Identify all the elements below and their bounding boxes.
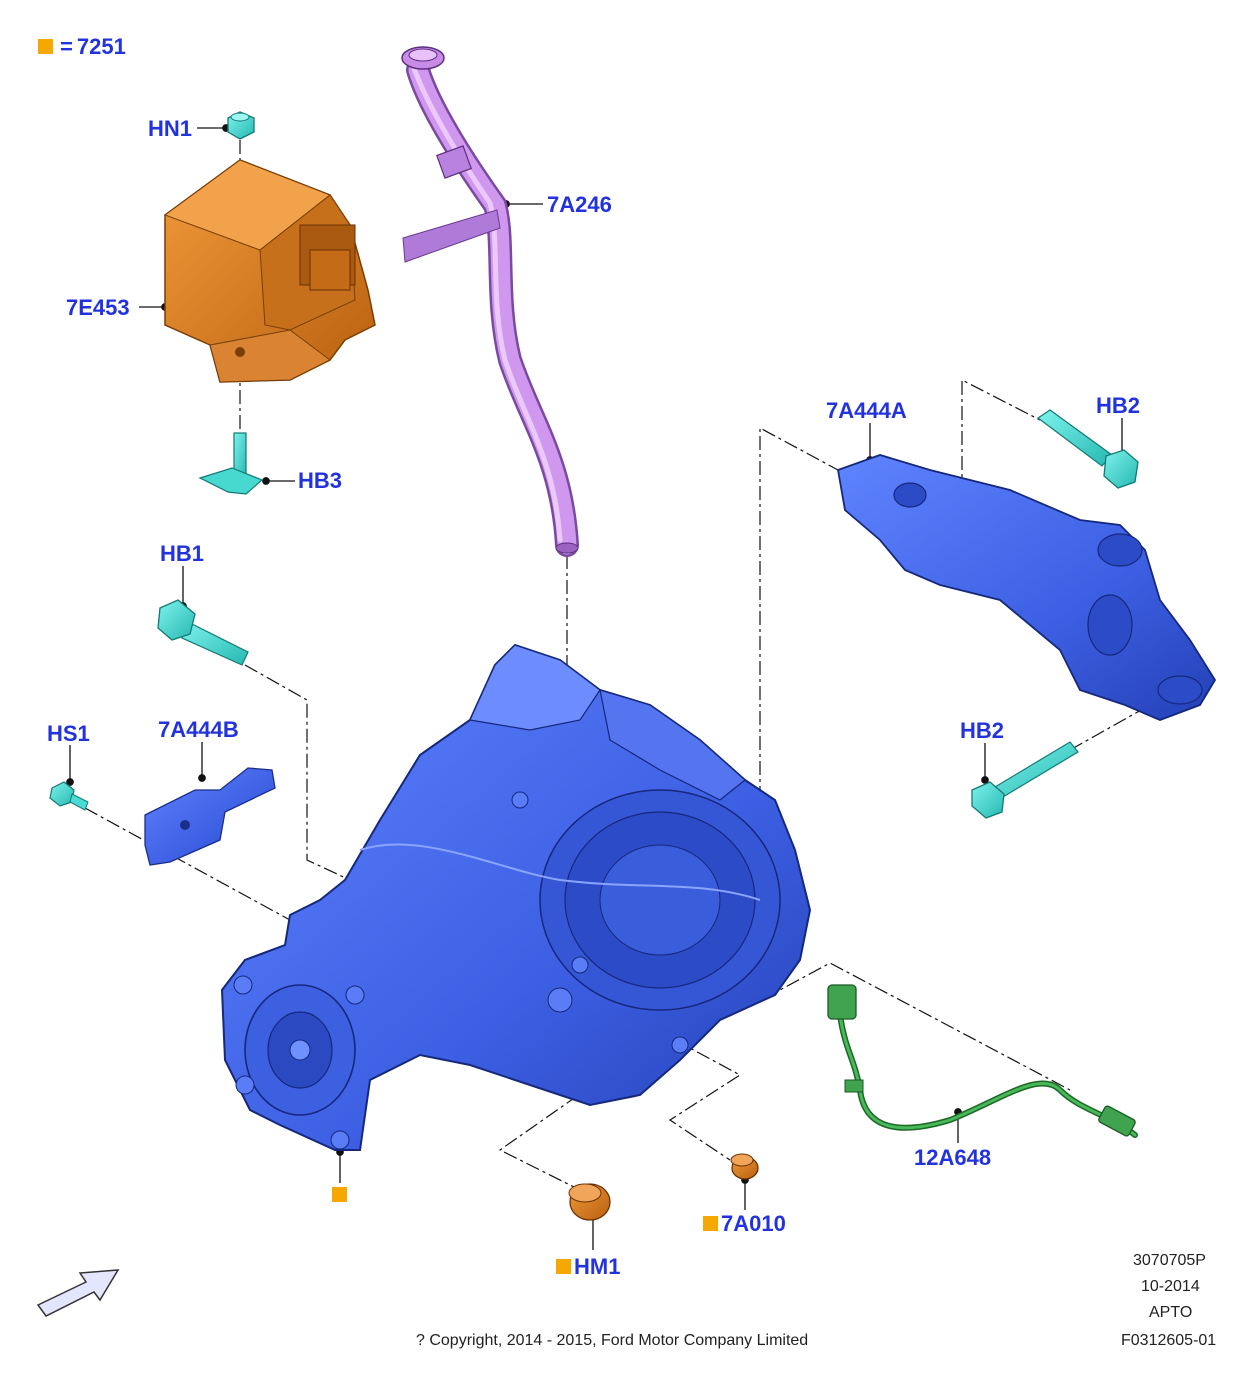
callout-hn1: HN1 (148, 116, 193, 141)
diagram-date: 10-2014 (1141, 1278, 1200, 1295)
callout-hb2-bottom: HB2 (960, 718, 1005, 743)
dipstick-tube-7a246 (401, 46, 579, 557)
callout-hb3: HB3 (298, 468, 343, 493)
legend: =7251 (38, 36, 126, 58)
bolt-hb2-top (1036, 409, 1139, 489)
callout-7e453: 7E453 (66, 295, 130, 320)
callout-7a246: 7A246 (547, 192, 612, 217)
callout-7a444b: 7A444B (158, 717, 239, 742)
bolt-hb3 (198, 432, 264, 495)
copyright-text: ? Copyright, 2014 - 2015, Ford Motor Com… (416, 1332, 809, 1349)
screw-hs1 (49, 781, 89, 811)
nut-hn1 (227, 111, 255, 140)
callout-hs1: HS1 (47, 721, 90, 746)
housing-marker (332, 1184, 350, 1206)
plug-7a010 (730, 1153, 759, 1180)
orange-square-marker (703, 1216, 718, 1231)
callout-hb1: HB1 (160, 541, 205, 566)
orange-square-marker (556, 1259, 571, 1274)
sensor-harness-12a648 (827, 984, 1138, 1138)
figure-id: F0312605-01 (1121, 1332, 1217, 1349)
mount-bracket-7a444a (836, 454, 1217, 721)
legend-equals: = (60, 34, 73, 59)
bolt-hb1 (157, 599, 249, 666)
orange-square-marker (38, 39, 53, 54)
orange-square-marker (332, 1187, 347, 1202)
callout-hm1: HM1 (556, 1256, 620, 1278)
plug-hm1 (568, 1183, 611, 1221)
callout-hb2-top: HB2 (1096, 393, 1141, 418)
callout-12a648: 12A648 (914, 1145, 992, 1170)
hollow-arrow-icon (36, 1269, 120, 1317)
bracket-7a444b (144, 767, 276, 866)
diagram-code: 3070705P (1133, 1252, 1206, 1269)
diagram-market: APTO (1149, 1304, 1193, 1321)
callout-7a444a: 7A444A (826, 398, 907, 423)
transfer-case-housing (220, 643, 812, 1151)
control-module-7e453 (163, 159, 376, 383)
callout-7a010: 7A010 (703, 1213, 786, 1235)
legend-value: 7251 (76, 34, 126, 59)
bolt-hb2-bottom (971, 741, 1079, 819)
